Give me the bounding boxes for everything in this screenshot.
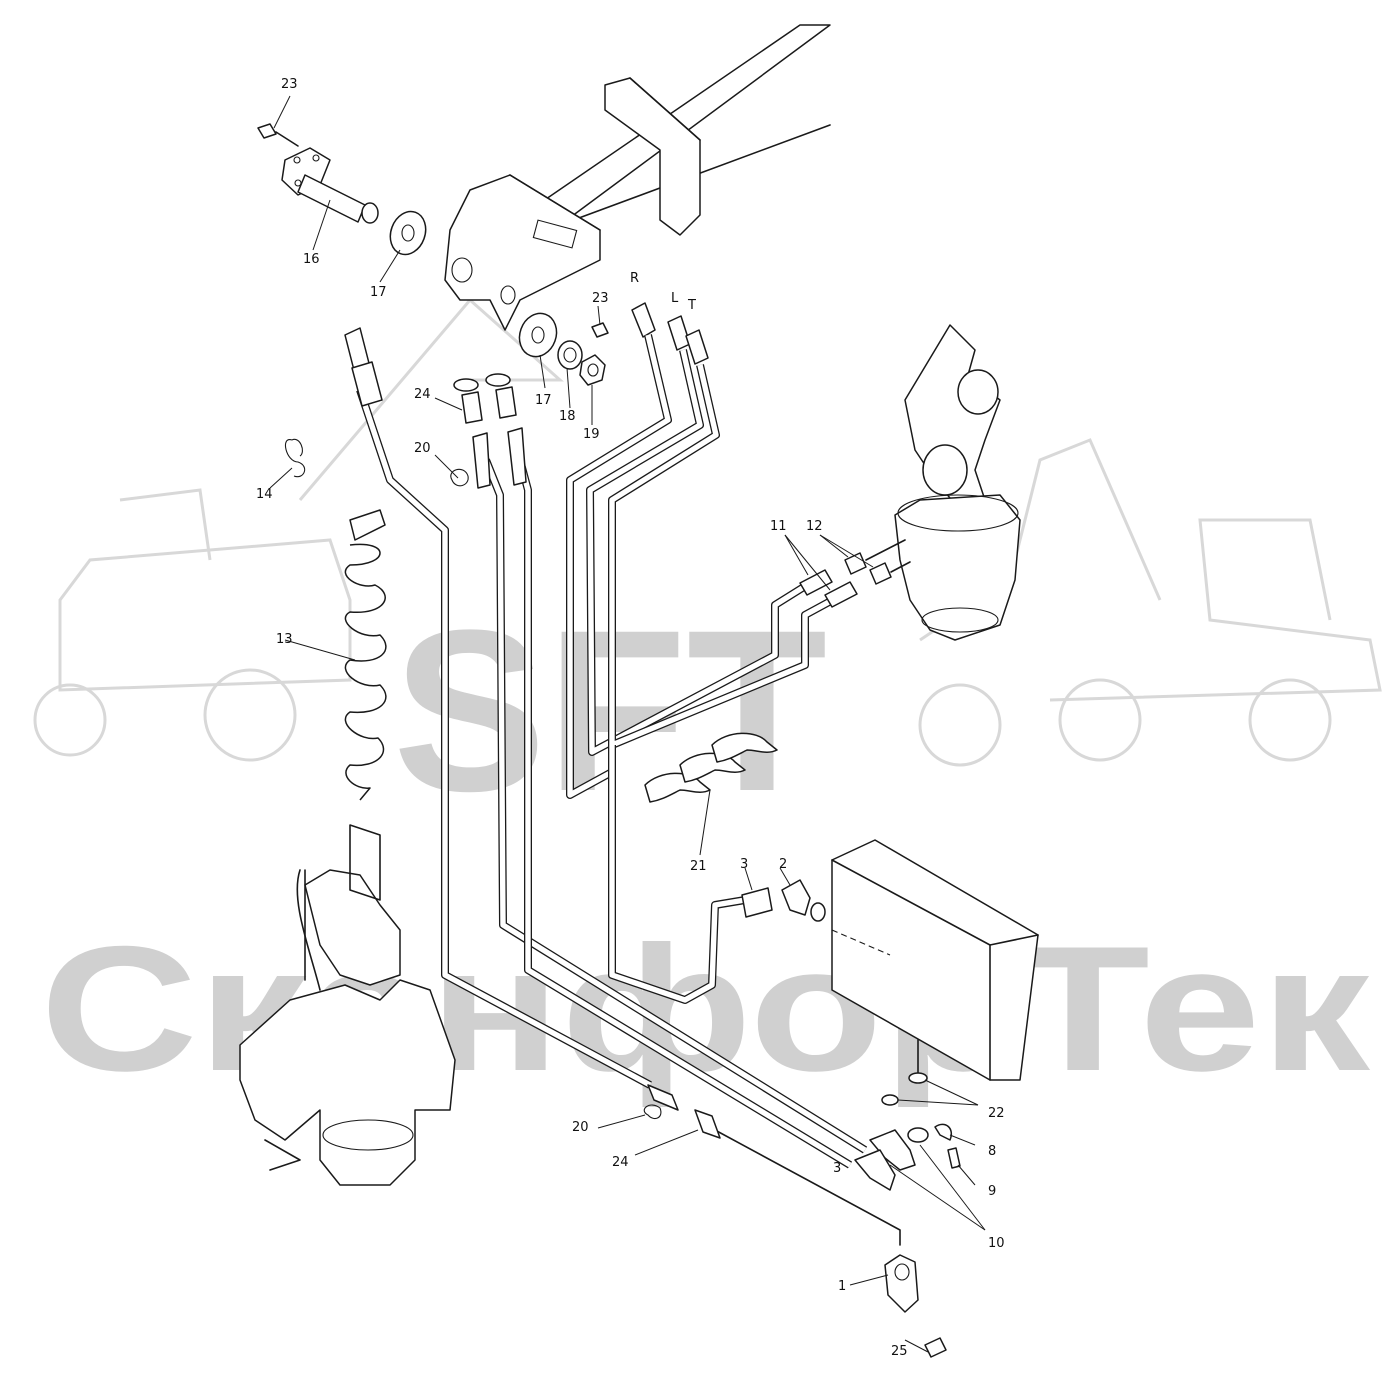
- callout-22: 22: [988, 1106, 1005, 1121]
- callout-11: 11: [770, 519, 787, 534]
- callout-T: T: [687, 298, 696, 313]
- callout-3-top: 3: [740, 857, 748, 872]
- pin-assembly-lower: [518, 312, 609, 386]
- callout-1: 1: [838, 1279, 846, 1294]
- fittings-2-3: [741, 879, 826, 922]
- callout-10: 10: [988, 1236, 1005, 1251]
- callout-23-mid: 23: [592, 291, 609, 306]
- callout-12: 12: [806, 519, 823, 534]
- callout-9: 9: [988, 1184, 996, 1199]
- pin-assembly-upper: [257, 123, 427, 256]
- callout-20-top: 20: [414, 441, 431, 456]
- callout-24-bottom: 24: [612, 1155, 629, 1170]
- callout-17-mid: 17: [535, 393, 552, 408]
- hose-clamps: [644, 732, 778, 803]
- callout-16: 16: [303, 252, 320, 267]
- callout-20-bottom: 20: [572, 1120, 589, 1135]
- lower-fittings: [643, 1072, 961, 1191]
- callout-17-top: 17: [370, 285, 387, 300]
- crane-base: [239, 824, 456, 1186]
- callout-18: 18: [559, 409, 576, 424]
- oil-tank: [831, 839, 1039, 1081]
- fittings-11-12: [799, 539, 911, 608]
- callout-8: 8: [988, 1144, 996, 1159]
- spiral-wrap: [284, 438, 387, 801]
- callout-23-top: 23: [281, 77, 298, 92]
- boom-arm: [444, 24, 831, 331]
- callout-24-top: 24: [414, 387, 431, 402]
- rlt-fittings: [631, 302, 709, 365]
- callout-25: 25: [891, 1344, 908, 1359]
- rotator-head: [894, 324, 1021, 641]
- callout-3-bottom: 3: [833, 1161, 841, 1176]
- callout-21: 21: [690, 859, 707, 874]
- callout-L: L: [671, 291, 679, 306]
- callout-R: R: [630, 271, 639, 286]
- callout-2: 2: [779, 857, 787, 872]
- callout-14: 14: [256, 487, 273, 502]
- watermark-tractor-left: [33, 297, 564, 762]
- hose-routes: [356, 334, 901, 1246]
- callout-19: 19: [583, 427, 600, 442]
- leader-lines: [269, 95, 986, 1353]
- bracket-assembly: [884, 1254, 947, 1358]
- callout-labels: 23 16 17 R L T 23 24 17 18 19 20 14 11 1…: [256, 77, 1005, 1359]
- left-fittings: [344, 327, 527, 489]
- callout-13: 13: [276, 632, 293, 647]
